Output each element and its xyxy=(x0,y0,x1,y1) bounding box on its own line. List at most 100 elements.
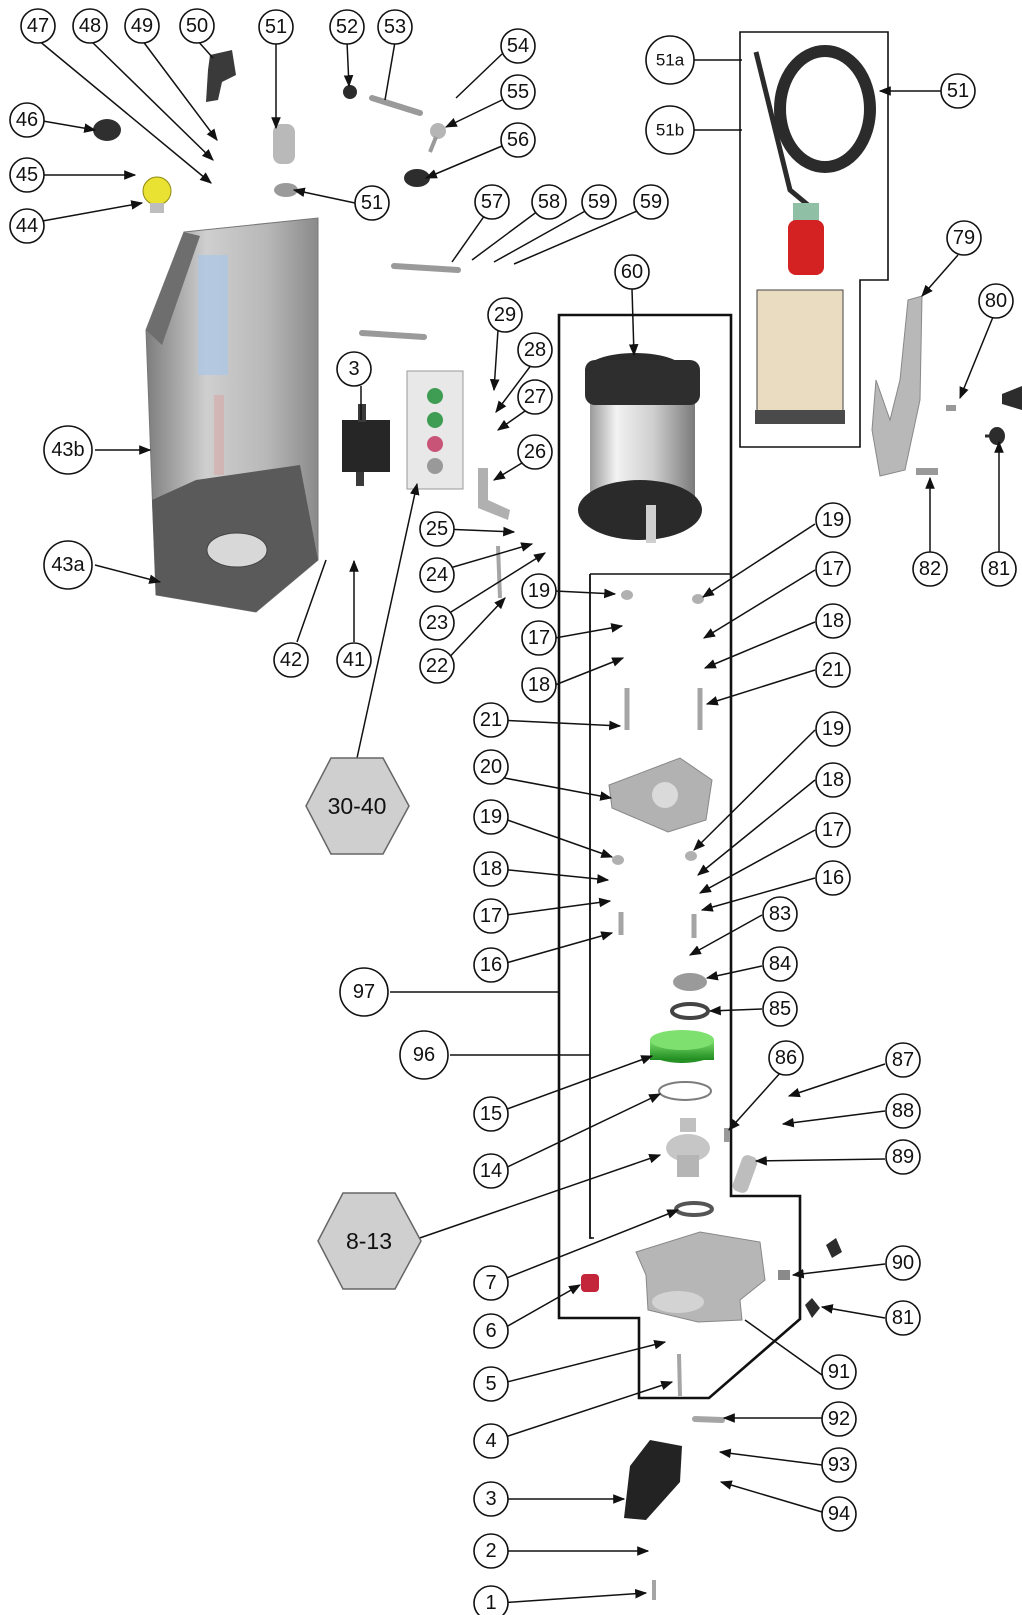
callout-81-low: 81 xyxy=(885,1300,921,1336)
callout-92: 92 xyxy=(821,1401,857,1437)
svg-text:51: 51 xyxy=(947,80,969,102)
callout-51-top: 51 xyxy=(258,9,294,45)
svg-text:46: 46 xyxy=(16,109,38,131)
svg-text:27: 27 xyxy=(524,386,546,408)
callout-93: 93 xyxy=(821,1447,857,1483)
nut-19d xyxy=(685,851,697,861)
svg-text:21: 21 xyxy=(480,709,502,731)
callout-87: 87 xyxy=(885,1042,921,1078)
part-20-bore xyxy=(652,782,678,808)
svg-text:43a: 43a xyxy=(51,554,85,576)
svg-text:96: 96 xyxy=(413,1044,435,1066)
part-57 xyxy=(391,263,461,273)
callout-23: 23 xyxy=(419,605,455,641)
svg-text:24: 24 xyxy=(426,564,448,586)
rod xyxy=(359,330,427,340)
callout-18b: 18 xyxy=(815,603,851,639)
callout-81-top: 81 xyxy=(981,551,1017,587)
svg-text:93: 93 xyxy=(828,1454,850,1476)
svg-text:16: 16 xyxy=(822,867,844,889)
kit-97-boundary xyxy=(557,313,802,1400)
nut-19c xyxy=(612,855,624,865)
kit-51-boundary xyxy=(739,31,889,448)
callout-28: 28 xyxy=(517,332,553,368)
callout-14: 14 xyxy=(473,1153,509,1189)
callout-58: 58 xyxy=(531,184,567,220)
callout-19b: 19 xyxy=(815,502,851,538)
bracket-26 xyxy=(478,468,510,520)
callout-16b: 16 xyxy=(815,860,851,896)
assembly-badge-30-40: 30-40 xyxy=(305,757,410,855)
part-46 xyxy=(93,119,121,141)
callout-42: 42 xyxy=(273,642,309,678)
svg-text:84: 84 xyxy=(769,953,791,975)
svg-text:21: 21 xyxy=(822,659,844,681)
svg-text:90: 90 xyxy=(892,1252,914,1274)
svg-text:43b: 43b xyxy=(51,439,84,461)
svg-text:19: 19 xyxy=(822,718,844,740)
svg-text:58: 58 xyxy=(538,191,560,213)
svg-text:49: 49 xyxy=(131,15,153,37)
pin-80 xyxy=(946,405,956,411)
svg-text:5: 5 xyxy=(485,1373,496,1395)
svg-text:18: 18 xyxy=(528,674,550,696)
svg-text:91: 91 xyxy=(828,1361,850,1383)
kit-96-boundary-inner xyxy=(589,574,592,1239)
callout-3-upper: 3 xyxy=(336,351,372,387)
callout-24: 24 xyxy=(419,557,455,593)
svg-text:82: 82 xyxy=(919,558,941,580)
svg-text:59: 59 xyxy=(640,191,662,213)
callout-53: 53 xyxy=(377,9,413,45)
lever-79 xyxy=(871,295,923,477)
callout-59a: 59 xyxy=(581,184,617,220)
svg-text:18: 18 xyxy=(822,610,844,632)
svg-text:17: 17 xyxy=(480,905,502,927)
callout-89: 89 xyxy=(885,1139,921,1175)
casting-91-bore xyxy=(652,1291,704,1313)
gear-15 xyxy=(650,1030,714,1063)
control-box-51 xyxy=(755,289,845,424)
button-box-30-40 xyxy=(406,370,464,490)
callout-52: 52 xyxy=(329,9,365,45)
svg-text:50: 50 xyxy=(186,15,208,37)
kit-96-boundary xyxy=(589,573,731,1239)
callout-6: 6 xyxy=(473,1313,509,1349)
callout-15: 15 xyxy=(473,1096,509,1132)
washer-7 xyxy=(674,1201,714,1217)
callout-51-right: 51 xyxy=(940,73,976,109)
callout-51-mid: 51 xyxy=(354,185,390,221)
callout-25: 25 xyxy=(419,511,455,547)
callout-19a: 19 xyxy=(521,573,557,609)
svg-text:2: 2 xyxy=(485,1540,496,1562)
callout-79: 79 xyxy=(946,220,982,256)
callout-90: 90 xyxy=(885,1245,921,1281)
part-81-mid xyxy=(985,427,1005,445)
part-81-topright xyxy=(826,1238,842,1258)
callout-97: 97 xyxy=(339,967,389,1017)
callout-18c: 18 xyxy=(473,851,509,887)
motor-60 xyxy=(578,353,702,543)
svg-text:20: 20 xyxy=(480,756,502,778)
callout-80: 80 xyxy=(978,283,1014,319)
ring-14 xyxy=(658,1081,712,1101)
callout-16a: 16 xyxy=(473,947,509,983)
callout-7: 7 xyxy=(473,1265,509,1301)
svg-text:1: 1 xyxy=(485,1592,496,1614)
svg-text:81: 81 xyxy=(892,1307,914,1329)
block-3 xyxy=(624,1440,682,1520)
svg-text:25: 25 xyxy=(426,518,448,540)
svg-text:18: 18 xyxy=(822,769,844,791)
callout-44: 44 xyxy=(9,208,45,244)
callout-26: 26 xyxy=(517,434,553,470)
callout-4: 4 xyxy=(473,1423,509,1459)
leader-lines xyxy=(36,39,1004,1604)
housing-43 xyxy=(145,217,319,613)
callout-50: 50 xyxy=(179,8,215,44)
svg-text:57: 57 xyxy=(481,191,503,213)
callout-41: 41 xyxy=(336,642,372,678)
callout-19d: 19 xyxy=(815,711,851,747)
svg-text:6: 6 xyxy=(485,1320,496,1342)
callout-86: 86 xyxy=(768,1040,804,1076)
svg-text:85: 85 xyxy=(769,998,791,1020)
